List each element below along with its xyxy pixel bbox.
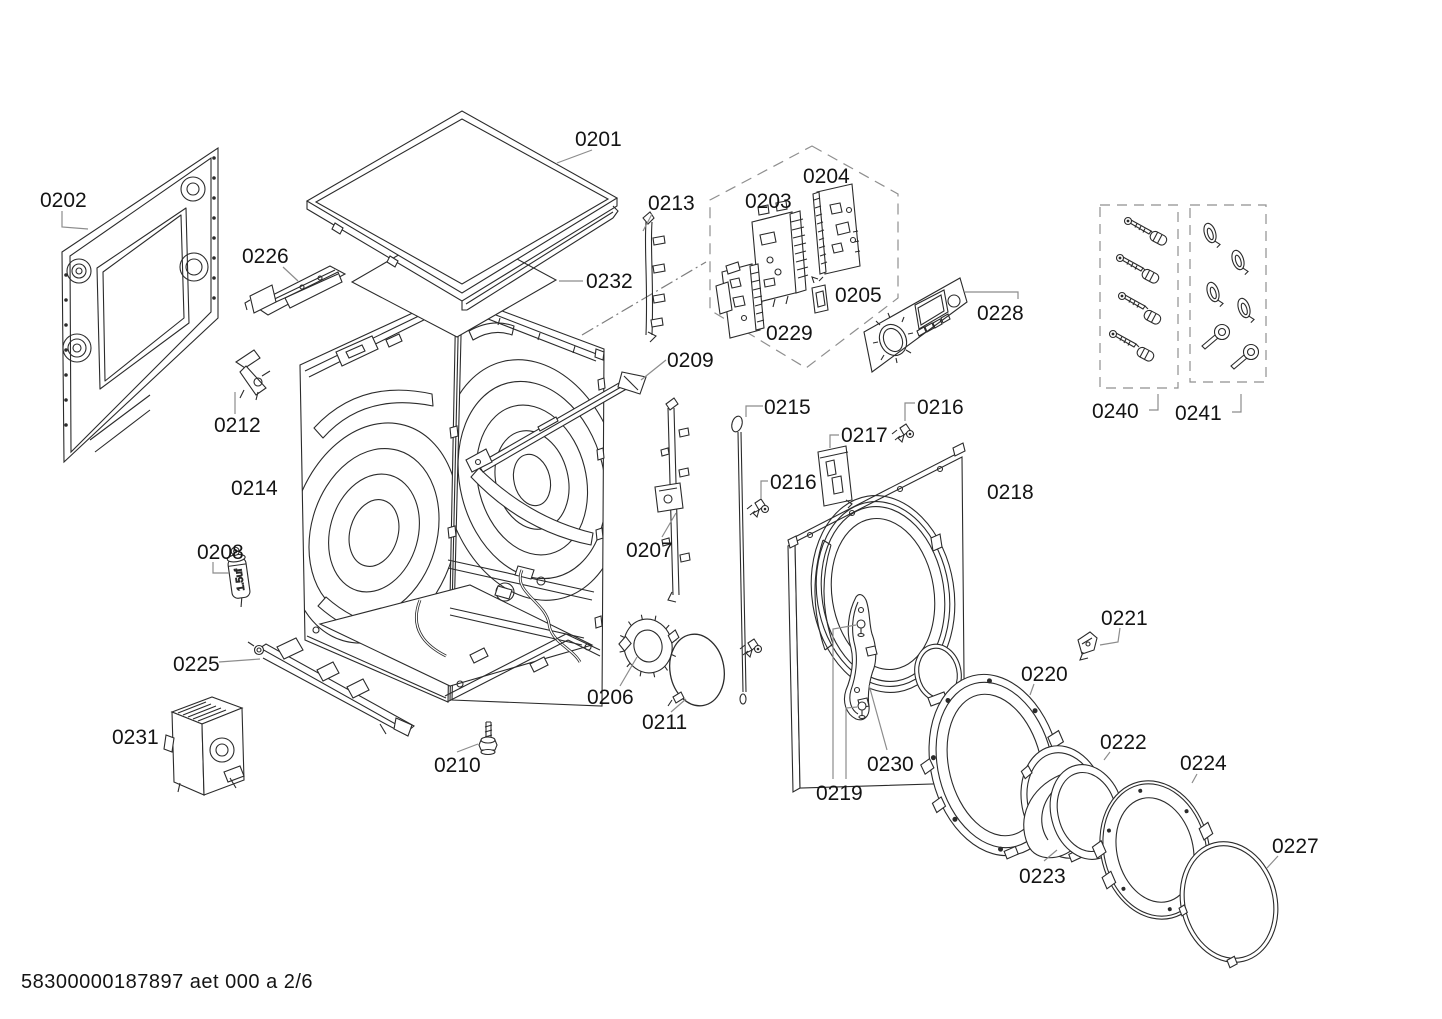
- part-label-0208: 0208: [197, 541, 244, 564]
- part-label-0205: 0205: [835, 284, 882, 307]
- part-0215-rod: [731, 415, 747, 705]
- part-label-0232: 0232: [586, 270, 633, 293]
- capacitor-value-text: 1.5uf: [233, 568, 247, 592]
- part-label-0204: 0204: [803, 165, 850, 188]
- part-0213-rail: [642, 211, 666, 343]
- part-0211-wire-ring: [667, 633, 725, 707]
- part-label-0228: 0228: [977, 302, 1024, 325]
- part-label-0210: 0210: [434, 754, 481, 777]
- part-0227-outer-ring: [1178, 841, 1279, 969]
- part-label-0220: 0220: [1021, 663, 1068, 686]
- drawing-number: 58300000187897 aet 000 a 2/6: [21, 971, 314, 993]
- part-label-0224: 0224: [1180, 752, 1227, 775]
- part-label-0226: 0226: [242, 245, 289, 268]
- part-label-0225: 0225: [173, 653, 220, 676]
- part-0207-rail: [654, 397, 691, 603]
- part-0241-clip-set: [1201, 221, 1260, 370]
- part-0202-side-panel: [61, 146, 219, 464]
- part-label-0221: 0221: [1101, 607, 1148, 630]
- part-label-0223: 0223: [1019, 865, 1066, 888]
- part-0219-hinge-pins: [856, 619, 867, 720]
- part-0201-top-panel: [305, 110, 619, 311]
- part-0229-pcb: [715, 261, 765, 339]
- part-0228-control-fascia: [863, 277, 968, 373]
- part-0203-control-module: [751, 200, 809, 311]
- part-0217-module: [817, 445, 853, 509]
- part-label-0219: 0219: [816, 782, 863, 805]
- part-label-0222: 0222: [1100, 731, 1147, 754]
- part-label-0229: 0229: [766, 322, 813, 345]
- part-label-0213: 0213: [648, 192, 695, 215]
- part-label-0241: 0241: [1175, 402, 1222, 425]
- part-0205-small-module: [811, 276, 829, 314]
- part-0221-latch: [1077, 631, 1098, 661]
- part-label-0240: 0240: [1092, 400, 1139, 423]
- part-0225-base-rail: [247, 637, 415, 737]
- part-0218-front-panel: [787, 442, 966, 793]
- part-0240-screw-set: [1108, 216, 1169, 364]
- part-label-0215: 0215: [764, 396, 811, 419]
- part-0208-capacitor: 1.5uf: [226, 546, 251, 608]
- part-label-0231: 0231: [112, 726, 159, 749]
- part-label-0203: 0203: [745, 190, 792, 213]
- part-label-0206: 0206: [587, 686, 634, 709]
- part-label-0230: 0230: [867, 753, 914, 776]
- part-0226-bracket: [244, 265, 347, 316]
- part-label-0217: 0217: [841, 424, 888, 447]
- part-0231-pump-unit: [163, 696, 245, 796]
- part-label-0201: 0201: [575, 128, 622, 151]
- part-label-0218: 0218: [987, 481, 1034, 504]
- part-label-0216-a: 0216: [917, 396, 964, 419]
- part-label-0214: 0214: [231, 477, 278, 500]
- part-label-0209: 0209: [667, 349, 714, 372]
- part-label-0202: 0202: [40, 189, 87, 212]
- part-0212-latch: [235, 349, 271, 401]
- part-0209-cross-brace: [465, 371, 647, 473]
- part-labels: 0201 0202 0226 0232 0213 0203 0204 0205 …: [40, 128, 1319, 888]
- part-label-0216-b: 0216: [770, 471, 817, 494]
- part-0210-foot-bolt: [478, 721, 498, 756]
- part-0204-power-pcb: [812, 183, 861, 275]
- part-label-0212: 0212: [214, 414, 261, 437]
- part-label-0227: 0227: [1272, 835, 1319, 858]
- construction-lines: [581, 145, 1267, 389]
- part-label-0211: 0211: [642, 711, 687, 734]
- part-0214-cabinet: [299, 292, 606, 707]
- part-label-0207: 0207: [626, 539, 673, 562]
- leader-lines: [61, 149, 1279, 869]
